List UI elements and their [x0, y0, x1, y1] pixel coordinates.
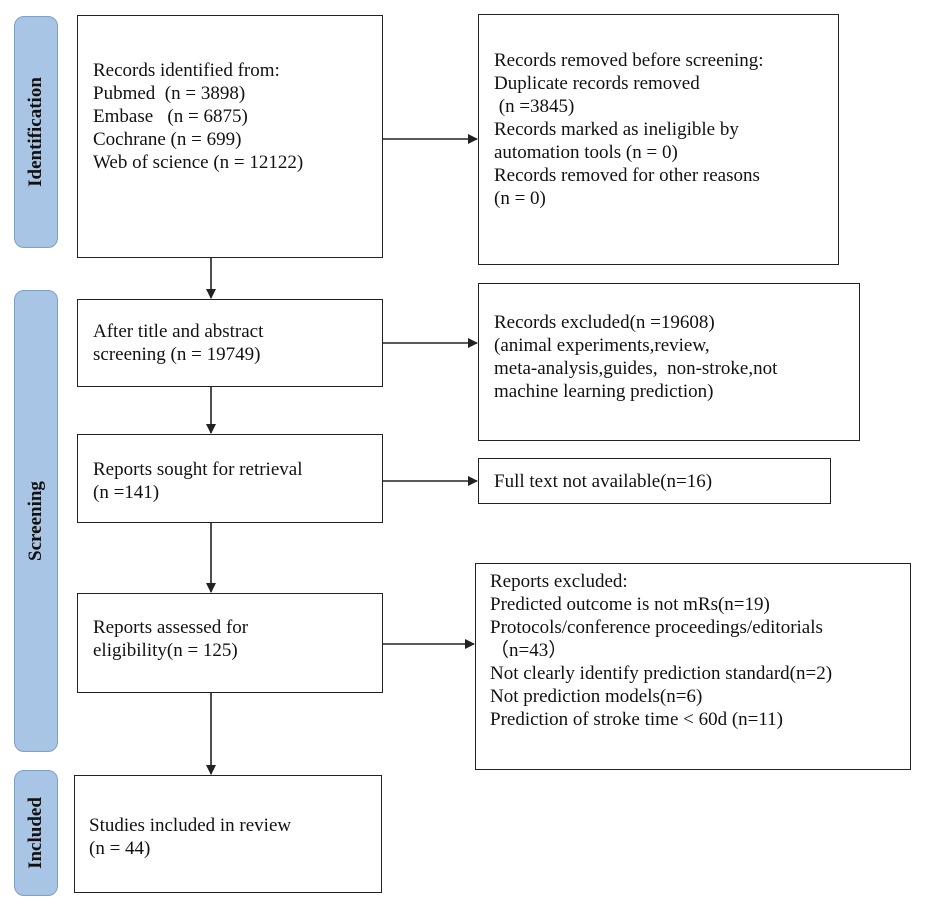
box-line: (n = 0) [494, 188, 546, 209]
full-text-not-available-box: Full text not available(n=16) [478, 458, 831, 504]
box-line: Records removed before screening: [494, 50, 764, 71]
box-line: Studies included in review [89, 815, 292, 836]
box-line: Protocols/conference proceedings/editori… [490, 617, 823, 638]
box-line: Not prediction models(n=6) [490, 686, 703, 707]
records-excluded-box: Records excluded(n =19608) (animal exper… [478, 283, 860, 441]
box-line: Full text not available(n=16) [494, 471, 713, 492]
box-line: Embase (n = 6875) [93, 106, 248, 127]
box-line: After title and abstract [93, 321, 264, 342]
box-line: (n = 44) [89, 838, 151, 859]
records-identified-box: Records identified from: Pubmed (n = 389… [77, 15, 383, 258]
box-line: Prediction of stroke time < 60d (n=11) [490, 709, 784, 730]
box-line: （n=43） [490, 640, 568, 661]
phase-label-identification: Identification [14, 16, 58, 248]
title-abstract-screening-box: After title and abstract screening (n = … [77, 299, 383, 387]
phase-label-screening: Screening [14, 290, 58, 752]
box-line: screening (n = 19749) [93, 344, 261, 365]
box-line: Reports assessed for [93, 617, 249, 638]
box-line: Reports excluded: [490, 571, 628, 592]
reports-excluded-box: Reports excluded: Predicted outcome is n… [475, 563, 911, 770]
studies-included-box: Studies included in review (n = 44) [74, 775, 382, 893]
reports-sought-box: Reports sought for retrieval (n =141) [77, 434, 383, 523]
box-line: Predicted outcome is not mRs(n=19) [490, 594, 770, 615]
reports-assessed-box: Reports assessed for eligibility(n = 125… [77, 593, 383, 693]
box-line: Duplicate records removed [494, 73, 700, 94]
box-line: Records identified from: [93, 60, 280, 81]
box-line: (n =3845) [494, 96, 575, 117]
box-line: Reports sought for retrieval [93, 459, 303, 480]
box-line: (animal experiments,review, [494, 335, 710, 356]
box-line: (n =141) [93, 482, 160, 503]
box-line: Records removed for other reasons [494, 165, 760, 186]
phase-label-included: Included [14, 770, 58, 896]
box-line: machine learning prediction) [494, 381, 714, 402]
box-line: meta-analysis,guides, non-stroke,not [494, 358, 778, 379]
records-removed-box: Records removed before screening: Duplic… [478, 14, 839, 265]
box-line: eligibility(n = 125) [93, 640, 238, 661]
box-line: Records excluded(n =19608) [494, 312, 715, 333]
box-line: Cochrane (n = 699) [93, 129, 242, 150]
box-line: Not clearly identify prediction standard… [490, 663, 833, 684]
box-line: automation tools (n = 0) [494, 142, 678, 163]
box-line: Web of science (n = 12122) [93, 152, 304, 173]
box-line: Records marked as ineligible by [494, 119, 739, 140]
box-line: Pubmed (n = 3898) [93, 83, 246, 104]
